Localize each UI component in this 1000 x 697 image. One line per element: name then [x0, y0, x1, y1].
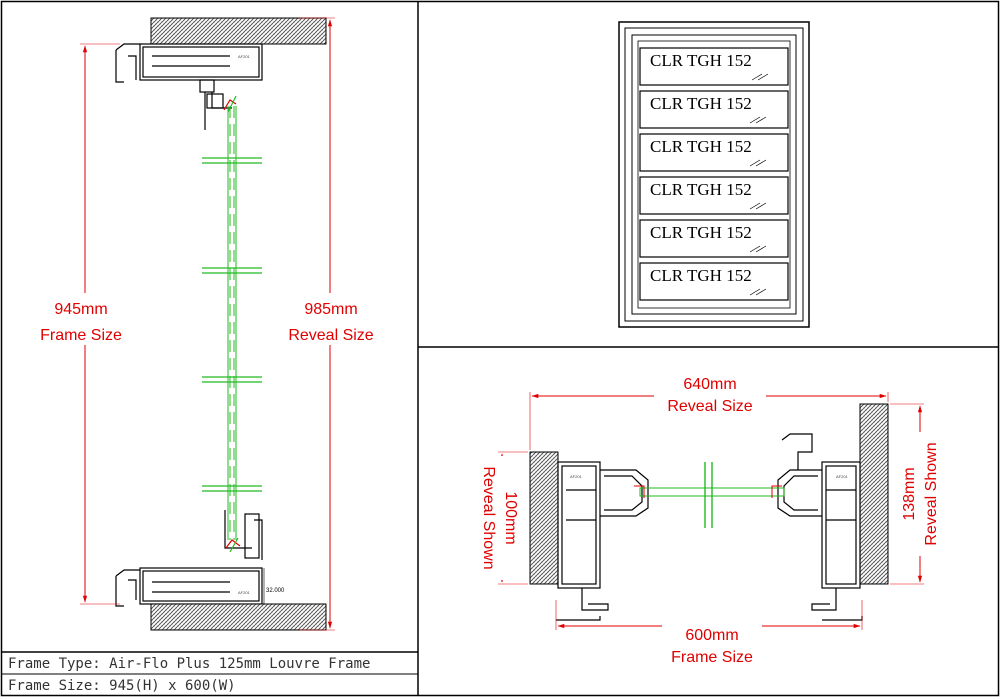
top-profile-code: AF201 [238, 54, 251, 59]
top-wall-hatch [150, 17, 327, 45]
plan-left-reveal-value: 100mm [502, 491, 519, 544]
plan-left-reveal-label: Reveal Shown [480, 466, 497, 569]
plan-frame-width-value: 600mm [685, 627, 738, 644]
bottom-frame-profile [115, 510, 263, 607]
elevation-view: CLR TGH 152 CLR TGH 152 CLR TGH 152 CLR … [618, 21, 810, 328]
frame-type-text: Frame Type: Air-Flo Plus 125mm Louvre Fr… [8, 656, 370, 672]
blade-label-1: CLR TGH 152 [650, 51, 752, 70]
plan-frame-width-label: Frame Size [671, 649, 753, 666]
frame-size-text: Frame Size: 945(H) x 600(W) [8, 678, 236, 694]
left-wall-hatch [529, 451, 559, 585]
section-frame-size-value: 945mm [54, 301, 107, 318]
plan-view: AF201 AF201 [478, 372, 942, 666]
plan-right-reveal-label: Reveal Shown [923, 442, 940, 545]
section-frame-size-label: Frame Size [40, 327, 122, 344]
plan-right-reveal-value: 138mm [901, 467, 918, 520]
plan-reveal-width-value: 640mm [683, 376, 736, 393]
offset-note: 32.000 [266, 588, 285, 594]
blade-label-2: CLR TGH 152 [650, 94, 752, 113]
left-profile-code: AF201 [570, 474, 583, 479]
right-frame-profile [777, 433, 863, 621]
bottom-profile-code: AF201 [238, 590, 251, 595]
section-view: AF201 [30, 17, 384, 631]
glass-column [227, 106, 237, 540]
left-frame-profile [556, 461, 649, 621]
louvre-blades [639, 47, 789, 301]
right-profile-code: AF201 [836, 474, 849, 479]
blade-label-6: CLR TGH 152 [650, 266, 752, 285]
section-reveal-size-label: Reveal Size [288, 327, 373, 344]
blade-label-3: CLR TGH 152 [650, 137, 752, 156]
blade-label-4: CLR TGH 152 [650, 180, 752, 199]
plan-reveal-width-label: Reveal Size [667, 398, 752, 415]
blade-label-5: CLR TGH 152 [650, 223, 752, 242]
glass-clips [202, 157, 262, 492]
right-wall-hatch [859, 403, 889, 585]
plan-glass [639, 462, 785, 528]
section-reveal-size-value: 985mm [304, 301, 357, 318]
bottom-wall-hatch [150, 603, 327, 631]
top-frame-profile [115, 43, 263, 130]
info-box: Frame Type: Air-Flo Plus 125mm Louvre Fr… [8, 656, 370, 694]
